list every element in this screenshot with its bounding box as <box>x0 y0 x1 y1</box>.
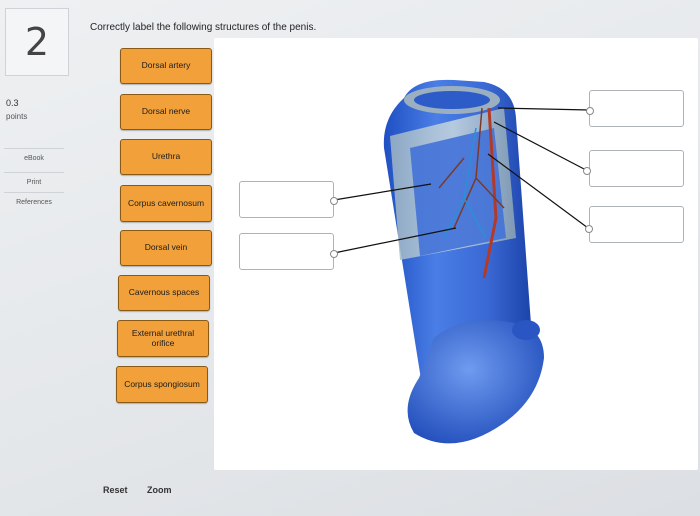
label-dorsal-artery[interactable]: Dorsal artery <box>120 48 212 84</box>
label-dorsal-vein[interactable]: Dorsal vein <box>120 230 212 266</box>
label-urethra[interactable]: Urethra <box>120 139 212 175</box>
drop-target-5[interactable] <box>239 233 334 270</box>
label-cavernous-spaces[interactable]: Cavernous spaces <box>118 275 210 311</box>
question-prompt: Correctly label the following structures… <box>90 22 317 33</box>
leader-line-1 <box>497 107 591 111</box>
connector-dot-2 <box>583 167 591 175</box>
drop-target-4[interactable] <box>239 181 334 218</box>
label-corpus-spongiosum[interactable]: Corpus spongiosum <box>116 366 208 403</box>
connector-dot-1 <box>586 107 594 115</box>
connector-dot-3 <box>585 225 593 233</box>
references-link[interactable]: References <box>4 192 64 212</box>
dorsal-vein-branches <box>443 127 487 239</box>
drop-target-2[interactable] <box>589 150 684 187</box>
connector-dot-4 <box>330 197 338 205</box>
label-corpus-cavernosum[interactable]: Corpus cavernosum <box>120 185 212 222</box>
leader-line-5 <box>333 227 457 254</box>
zoom-button[interactable]: Zoom <box>147 485 172 495</box>
penis-cross-section-illustration <box>333 79 591 444</box>
connector-dot-5 <box>330 250 338 258</box>
label-dorsal-nerve[interactable]: Dorsal nerve <box>120 94 212 130</box>
leader-line-2 <box>493 121 587 171</box>
label-external-urethral-orifice[interactable]: External urethral orifice <box>117 320 209 357</box>
ebook-link[interactable]: eBook <box>4 148 64 168</box>
dorsal-artery-vessel <box>482 107 498 279</box>
drop-target-3[interactable] <box>589 206 684 243</box>
corpus-cavernosum-region <box>410 128 506 256</box>
leader-line-4 <box>333 183 432 201</box>
question-number: 2 <box>5 8 69 76</box>
drop-target-1[interactable] <box>589 90 684 127</box>
print-link[interactable]: Print <box>4 172 64 192</box>
points-value: 0.3 <box>6 98 19 108</box>
dorsal-nerve-branches <box>438 107 505 229</box>
leader-line-3 <box>487 153 589 229</box>
reset-button[interactable]: Reset <box>103 485 128 495</box>
points-label: points <box>6 112 28 121</box>
glans <box>407 320 544 444</box>
